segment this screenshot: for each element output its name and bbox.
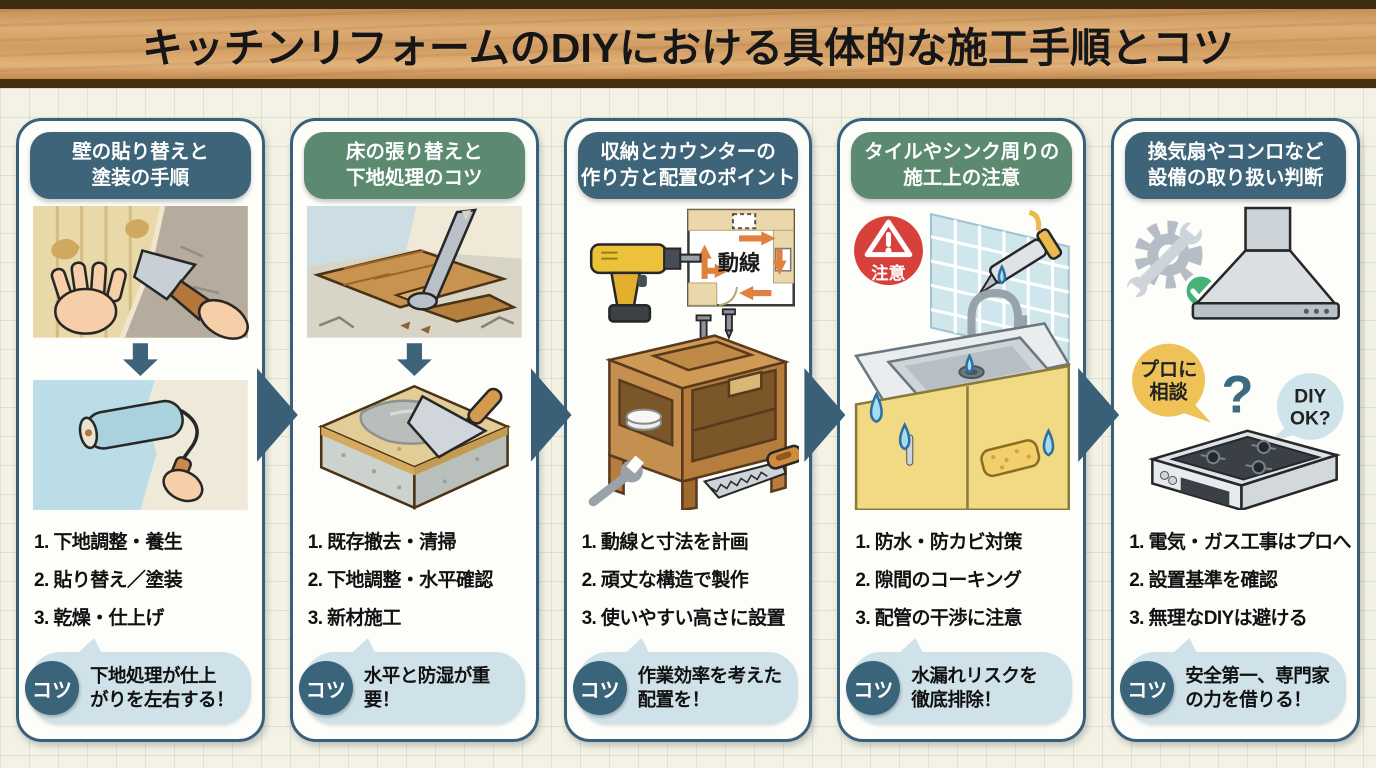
- svg-text:DIY: DIY: [1294, 387, 1326, 408]
- tip-bubble: コツ 水平と防湿が重要！: [298, 652, 525, 724]
- tip-text: 安全第一、専門家 の力を借りる！: [1185, 664, 1330, 710]
- gear-wrench-icon: [1124, 218, 1205, 301]
- panel-title: 壁の貼り替えと 塗装の手順: [30, 132, 251, 200]
- tip-badge: コツ: [298, 661, 353, 715]
- tip-badge: コツ: [572, 661, 627, 715]
- hand-icon: [197, 299, 249, 341]
- step-item: 2. 貼り替え／塗装: [34, 570, 183, 592]
- paint-roller-icon: [78, 400, 204, 503]
- panel-title: 収納とカウンターの 作り方と配置のポイント: [577, 132, 799, 200]
- wallpaper-peeling-image: [33, 206, 249, 341]
- tip-bubble: コツ 作業効率を考えた 配置を！: [572, 652, 799, 724]
- down-arrow-icon: [115, 340, 166, 381]
- tip-bubble: コツ 安全第一、専門家 の力を借りる！: [1120, 652, 1346, 724]
- sponge-icon: [980, 439, 1041, 478]
- hand-icon: [162, 469, 204, 503]
- floor-plan-diagram: 動線: [686, 209, 795, 307]
- question-mark: ?: [1222, 366, 1254, 425]
- consult-pro-bubble: プロに 相談: [1132, 344, 1212, 424]
- counter-illustration: 動線: [577, 206, 800, 511]
- step-item: 2. 頑丈な構造で製作: [581, 570, 749, 592]
- down-arrow-icon: [389, 340, 440, 381]
- step-item: 3. 配管の干渉に注意: [855, 608, 1022, 630]
- hand-icon: [50, 261, 127, 336]
- panel-title: 換気扇やコンロなど 設備の取り扱い判断: [1125, 132, 1346, 200]
- tip-text: 水平と防湿が重要！: [363, 664, 491, 710]
- wrench-icon: [588, 456, 644, 507]
- step-item: 3. 使いやすい高さに設置: [581, 608, 786, 630]
- step-item: 2. 隙間のコーキング: [855, 570, 1022, 592]
- panel-title: タイルやシンク周りの 施工上の注意: [851, 132, 1073, 200]
- wall-illustration: [29, 206, 252, 511]
- step-item: 1. 防水・防カビ対策: [855, 532, 1022, 554]
- step-item: 1. 下地調整・養生: [34, 532, 183, 554]
- steps-list: 1. 防水・防カビ対策 2. 隙間のコーキング 3. 配管の干渉に注意: [840, 516, 1083, 641]
- equipment-illustration: プロに 相談 ? DIY OK?: [1124, 206, 1347, 511]
- steps-list: 1. 電気・ガス工事はプロへ 2. 設置基準を確認 3. 無理なDIYは避ける: [1114, 516, 1357, 641]
- panel-title: 床の張り替えと 下地処理のコツ: [303, 132, 525, 200]
- panel-tile-sink: タイルやシンク周りの 施工上の注意: [837, 118, 1087, 742]
- title-banner: キッチンリフォームのDIYにおける具体的な施工手順とコツ: [0, 0, 1376, 88]
- steps-list: 1. 既存撤去・清掃 2. 下地調整・水平確認 3. 新材施工: [293, 516, 536, 641]
- tip-badge: コツ: [1120, 661, 1175, 715]
- step-item: 1. 電気・ガス工事はプロへ: [1129, 532, 1351, 554]
- tip-badge: コツ: [846, 661, 901, 715]
- floor-removal-image: [306, 206, 522, 339]
- saw-icon: [702, 445, 800, 500]
- drill-icon: [589, 243, 702, 324]
- trowel-icon: [406, 388, 503, 460]
- step-item: 2. 設置基準を確認: [1129, 570, 1278, 592]
- step-item: 3. 無理なDIYは避ける: [1129, 608, 1308, 630]
- caution-badge: 注意: [854, 216, 924, 286]
- step-item: 2. 下地調整・水平確認: [307, 570, 494, 592]
- tip-text: 下地処理が仕上 がりを左右する！: [90, 664, 235, 710]
- diy-ok-bubble: DIY OK?: [1267, 373, 1344, 444]
- infographic-body: 壁の貼り替えと 塗装の手順: [0, 88, 1376, 768]
- floor-illustration: [303, 206, 526, 511]
- flow-line-label: 動線: [717, 250, 760, 275]
- tip-text: 水漏れリスクを 徹底排除！: [911, 664, 1038, 710]
- step-item: 1. 既存撤去・清掃: [307, 532, 457, 554]
- mortar-leveling-image: [317, 385, 511, 511]
- caution-label: 注意: [872, 263, 906, 283]
- steps-list: 1. 下地調整・養生 2. 貼り替え／塗装 3. 乾燥・仕上げ: [19, 516, 262, 641]
- pry-bar-icon: [406, 209, 477, 312]
- step-item: 3. 乾燥・仕上げ: [34, 608, 164, 630]
- water-drops-icon: [870, 264, 1055, 458]
- steps-list: 1. 動線と寸法を計画 2. 頑丈な構造で製作 3. 使いやすい高さに設置: [567, 516, 810, 641]
- panel-wall-replacement: 壁の貼り替えと 塗装の手順: [16, 118, 265, 742]
- tip-bubble: コツ 水漏れリスクを 徹底排除！: [846, 652, 1073, 724]
- tip-text: 作業効率を考えた 配置を！: [637, 664, 783, 710]
- svg-text:OK?: OK?: [1290, 409, 1331, 430]
- step-item: 1. 動線と寸法を計画: [581, 532, 749, 554]
- svg-text:相談: 相談: [1150, 381, 1189, 404]
- panel-floor-replacement: 床の張り替えと 下地処理のコツ: [289, 118, 539, 742]
- step-item: 3. 新材施工: [307, 608, 402, 630]
- range-hood-icon: [1191, 207, 1341, 321]
- panel-storage-counter: 収納とカウンターの 作り方と配置のポイント: [563, 118, 813, 742]
- tip-badge: コツ: [25, 661, 79, 715]
- flow-arrows-icon: [697, 231, 787, 301]
- gas-stove-icon: [1148, 429, 1342, 511]
- tip-bubble: コツ 下地処理が仕上 がりを左右する！: [25, 652, 251, 724]
- panel-equipment: 換気扇やコンロなど 設備の取り扱い判断: [1111, 118, 1360, 742]
- page-title: キッチンリフォームのDIYにおける具体的な施工手順とコツ: [141, 25, 1235, 71]
- plates-icon: [625, 409, 662, 432]
- svg-text:プロに: プロに: [1140, 359, 1198, 382]
- painting-image: [33, 380, 248, 511]
- sink-illustration: 注意: [850, 206, 1073, 511]
